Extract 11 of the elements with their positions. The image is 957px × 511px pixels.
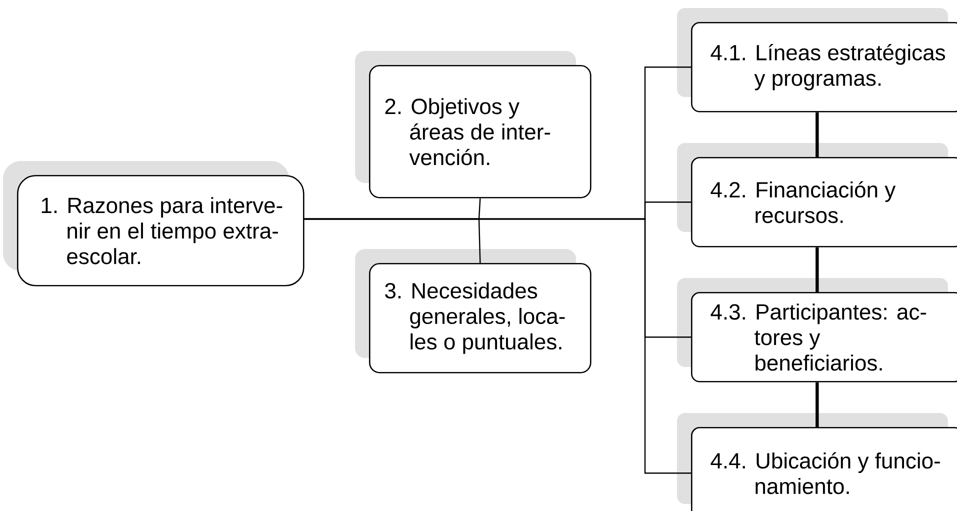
connector-line bbox=[816, 112, 819, 157]
connector-line bbox=[304, 218, 691, 474]
process-box: 4.4. Ubicación y funcio- namiento. bbox=[677, 413, 957, 511]
process-box: 4.1. Líneas estratégicas y programas. bbox=[677, 8, 957, 112]
connector-line bbox=[816, 382, 819, 427]
process-box: 3. Necesidades generales, loca- les o puntuales. bbox=[355, 249, 592, 374]
process-box: 1. Razones para interve- nir en el tiempo extra- escolar. bbox=[3, 161, 304, 286]
process-box: 4.3. Participantes: ac- tores y beneficiarios. bbox=[677, 278, 957, 382]
process-box: 2. Objetivos y áreas de inter- vención. bbox=[355, 51, 592, 198]
process-box: 4.2. Financiación y recursos. bbox=[677, 143, 957, 248]
connector-line bbox=[816, 247, 819, 292]
